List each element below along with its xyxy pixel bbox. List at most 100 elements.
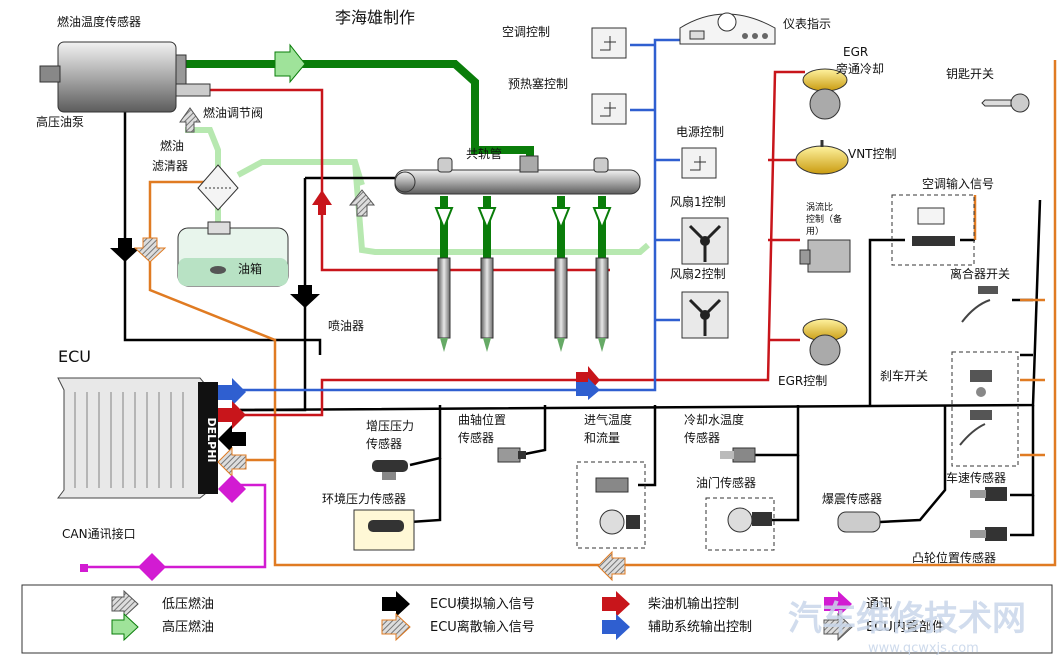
- label-fan2: 风扇2控制: [670, 266, 726, 281]
- egr-valve: [802, 318, 848, 366]
- legend-engine-output-icon: [602, 591, 630, 617]
- brake-group: [951, 351, 1019, 467]
- label-brake: 刹车开关: [880, 368, 928, 383]
- fuel-filter: [197, 164, 239, 211]
- brake-switch-icon-1: [970, 370, 992, 397]
- ac-connector: [912, 236, 955, 246]
- label-crank-line1: 曲轴位置: [458, 412, 506, 427]
- label-boost-line1: 增压压力: [366, 419, 414, 433]
- analog-signal-lines: [123, 110, 1042, 537]
- legend-high-pressure-icon: [111, 612, 139, 642]
- label-vnt: VNT控制: [848, 147, 897, 161]
- low-pressure-up-arrow-2: [348, 189, 376, 217]
- comm-lines: [80, 483, 267, 569]
- hp-pump: [39, 41, 211, 113]
- label-ac-input: 空调输入信号: [922, 176, 994, 191]
- engine-output-lines: [185, 70, 805, 417]
- can-port: [80, 564, 88, 572]
- label-ecu: ECU: [58, 347, 91, 366]
- label-ambient: 环境压力传感器: [322, 491, 406, 506]
- label-intake-line2: 和流量: [584, 431, 620, 445]
- label-power-control: 电源控制: [676, 125, 724, 139]
- legend-low-pressure: 低压燃油: [162, 596, 214, 612]
- label-knock: 爆震传感器: [822, 491, 882, 506]
- injectors: [434, 207, 612, 352]
- label-hp-pump: 高压油泵: [36, 114, 84, 129]
- label-fuel-tank: 油箱: [238, 261, 262, 276]
- intake-group: [576, 461, 646, 549]
- knock-sensor-icon: [837, 511, 881, 533]
- legend-comm-icon: [824, 591, 852, 617]
- label-injector: 喷油器: [328, 319, 364, 333]
- ac-control-relay: [591, 27, 627, 59]
- common-rail: [394, 155, 641, 195]
- boost-sensor-icon: [372, 460, 408, 480]
- label-egr-control: EGR控制: [778, 374, 827, 388]
- label-boost: 增压压力 传感器: [366, 419, 418, 451]
- label-swirl-line1: 涡流比: [806, 201, 833, 213]
- aux-output-lines: [240, 38, 680, 392]
- label-egr-bypass: EGR 旁通冷却: [836, 45, 884, 76]
- label-intake-line1: 进气温度: [584, 412, 632, 427]
- key-switch-icon: [981, 93, 1030, 113]
- label-fuel-reg-valve: 燃油调节阀: [203, 105, 263, 120]
- label-speed-sensor: 车速传感器: [946, 470, 1006, 485]
- label-swirl-line2: 控制（备: [806, 213, 842, 225]
- label-ac-control: 空调控制: [502, 25, 550, 39]
- label-common-rail: 共轨管: [466, 146, 502, 161]
- analog-down-arrow-1: [110, 238, 140, 262]
- label-coolant-temp: 冷却水温度 传感器: [684, 412, 748, 445]
- legend-ecu-discrete-icon: [381, 612, 411, 642]
- legend-comm: 通讯: [866, 597, 892, 612]
- analog-down-arrow-2: [290, 285, 320, 308]
- legend-ecu-analog-icon: [382, 591, 410, 617]
- ecu-unit: [57, 377, 247, 503]
- legend-high-pressure: 高压燃油: [162, 619, 214, 635]
- legend-aux-output: 辅助系统输出控制: [648, 619, 752, 635]
- watermark-url: www.qcwxjs.com: [868, 641, 979, 656]
- legend-aux-output-icon: [602, 614, 630, 640]
- label-intake: 进气温度 和流量: [584, 412, 636, 445]
- discrete-down-arrow: [133, 237, 167, 263]
- label-fuel-filter: 燃油 滤清器: [152, 138, 188, 173]
- ecu-brand: DELPHI: [205, 417, 218, 462]
- label-cam-sensor: 凸轮位置传感器: [912, 550, 996, 565]
- label-can: CAN通讯接口: [62, 526, 136, 541]
- instrument-cluster: [679, 12, 776, 45]
- legend-ecu-internal-icon: [823, 612, 853, 642]
- engine-up-arrow: [312, 190, 332, 215]
- ambient-sensor-box: [353, 509, 415, 551]
- fan2: [681, 291, 729, 339]
- label-clutch: 离合器开关: [950, 266, 1010, 281]
- fuel-tank: [177, 221, 289, 287]
- label-glow-control: 预热塞控制: [508, 76, 568, 91]
- power-control-relay: [681, 147, 717, 179]
- label-swirl: 涡流比 控制（备 用）: [806, 201, 845, 237]
- label-throttle: 油门传感器: [696, 475, 756, 490]
- label-fuel-filter-line2: 滤清器: [152, 159, 188, 173]
- glow-control-relay: [591, 93, 627, 125]
- label-swirl-line3: 用）: [806, 226, 824, 237]
- legend-low-pressure-icon: [111, 589, 139, 619]
- diagram-title: 李海雄制作: [335, 8, 415, 27]
- label-instrument: 仪表指示: [783, 16, 831, 31]
- coolant-sensor-icon: [720, 447, 756, 463]
- intake-sensor-icons: [595, 477, 640, 535]
- aux-right-arrow: [576, 378, 600, 400]
- label-fan1: 风扇1控制: [670, 194, 726, 209]
- label-fuel-filter-line1: 燃油: [160, 138, 184, 153]
- label-coolant-temp-line2: 传感器: [684, 430, 720, 445]
- throttle-group: [705, 497, 775, 551]
- discrete-left-arrow: [597, 550, 626, 582]
- throttle-sensor-icon: [727, 507, 772, 533]
- legend-box: [21, 584, 1053, 654]
- vnt-actuator: [795, 140, 849, 175]
- swirl-actuator: [799, 239, 851, 273]
- label-egr-bypass-line1: EGR: [843, 45, 868, 59]
- label-fuel-temp-sensor: 燃油温度传感器: [57, 14, 141, 29]
- label-crank: 曲轴位置 传感器: [458, 412, 510, 445]
- cam-sensor-icon: [970, 527, 1007, 541]
- legend-ecu-internal: ECU内置部件: [866, 619, 945, 635]
